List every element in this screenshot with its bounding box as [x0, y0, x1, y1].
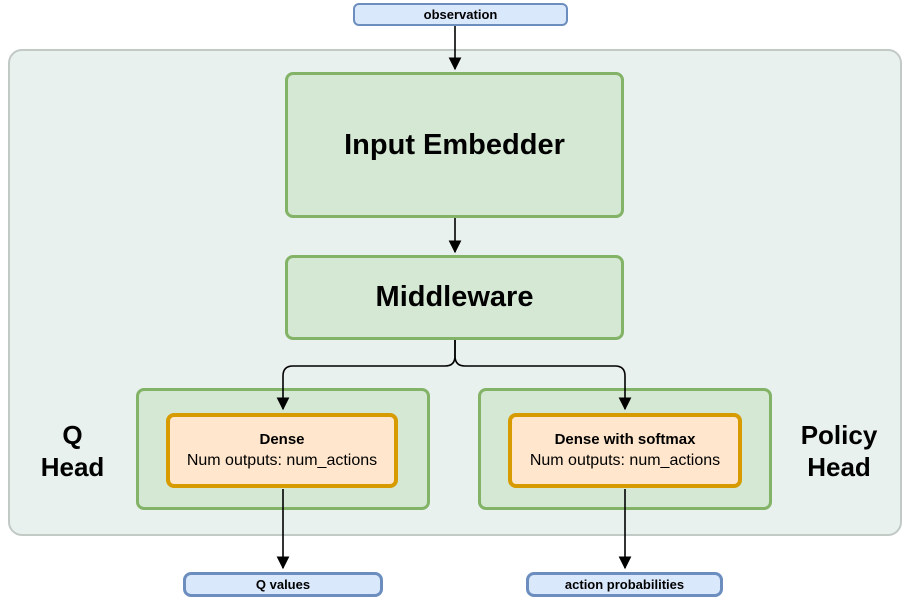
middleware-node: Middleware — [285, 255, 624, 340]
q-dense-node: Dense Num outputs: num_actions — [166, 413, 398, 488]
policy-dense-title: Dense with softmax — [554, 431, 696, 448]
q-values-node: Q values — [183, 572, 383, 597]
middleware-label: Middleware — [375, 281, 534, 313]
q-dense-subtitle: Num outputs: num_actions — [186, 452, 378, 469]
input-embedder-node: Input Embedder — [285, 72, 624, 218]
q-dense-title: Dense — [259, 431, 305, 448]
input-embedder-label: Input Embedder — [344, 128, 565, 161]
policy-head-label: Policy Head — [800, 420, 878, 482]
action-probabilities-node: action probabilities — [526, 572, 723, 597]
observation-label: observation — [423, 7, 498, 22]
action-probabilities-label: action probabilities — [564, 577, 685, 592]
observation-node: observation — [353, 3, 568, 26]
q-values-label: Q values — [255, 577, 311, 592]
policy-dense-subtitle: Num outputs: num_actions — [529, 452, 721, 469]
policy-dense-node: Dense with softmax Num outputs: num_acti… — [508, 413, 742, 488]
q-head-label: Q Head — [40, 420, 105, 482]
